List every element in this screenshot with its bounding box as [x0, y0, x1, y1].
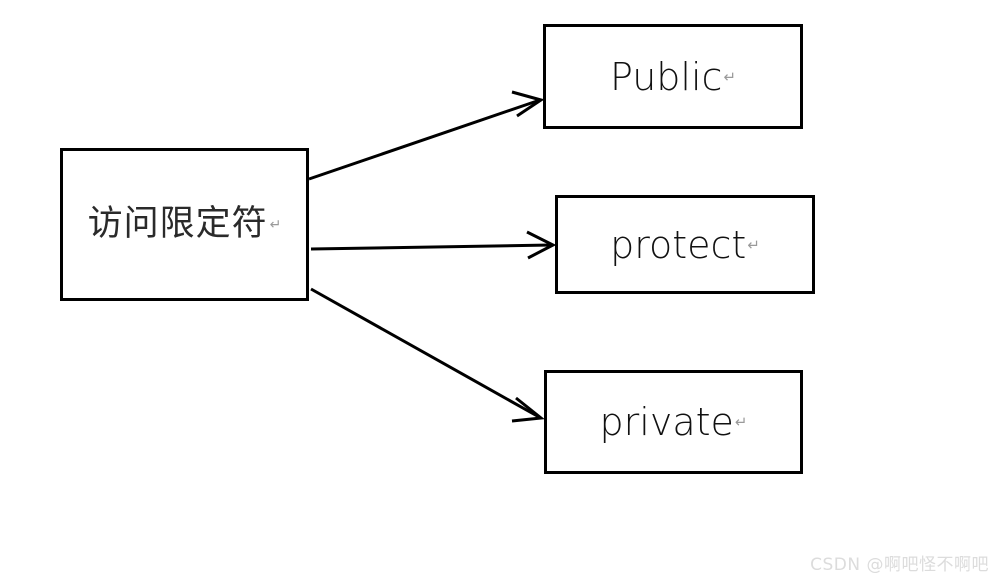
paragraph-mark-icon: ↵: [269, 216, 282, 233]
connector-source-to-private: [310, 287, 545, 423]
paragraph-mark-icon: ↵: [734, 413, 748, 431]
paragraph-mark-icon: ↵: [747, 235, 760, 254]
node-public-label: Public: [609, 54, 723, 99]
node-protect[interactable]: protect↵: [555, 195, 815, 294]
node-protect-label: protect: [610, 222, 747, 267]
connector-source-to-public: [308, 90, 545, 181]
node-private-label: private: [599, 400, 734, 444]
node-private[interactable]: private↵: [544, 370, 803, 474]
node-public[interactable]: Public↵: [543, 24, 803, 129]
paragraph-mark-icon: ↵: [723, 67, 737, 86]
watermark: CSDN @啊吧怪不啊吧: [810, 555, 989, 575]
node-access-specifier[interactable]: 访问限定符↵: [60, 148, 309, 301]
node-source-label: 访问限定符: [87, 204, 268, 244]
connector-source-to-protect: [310, 230, 557, 260]
